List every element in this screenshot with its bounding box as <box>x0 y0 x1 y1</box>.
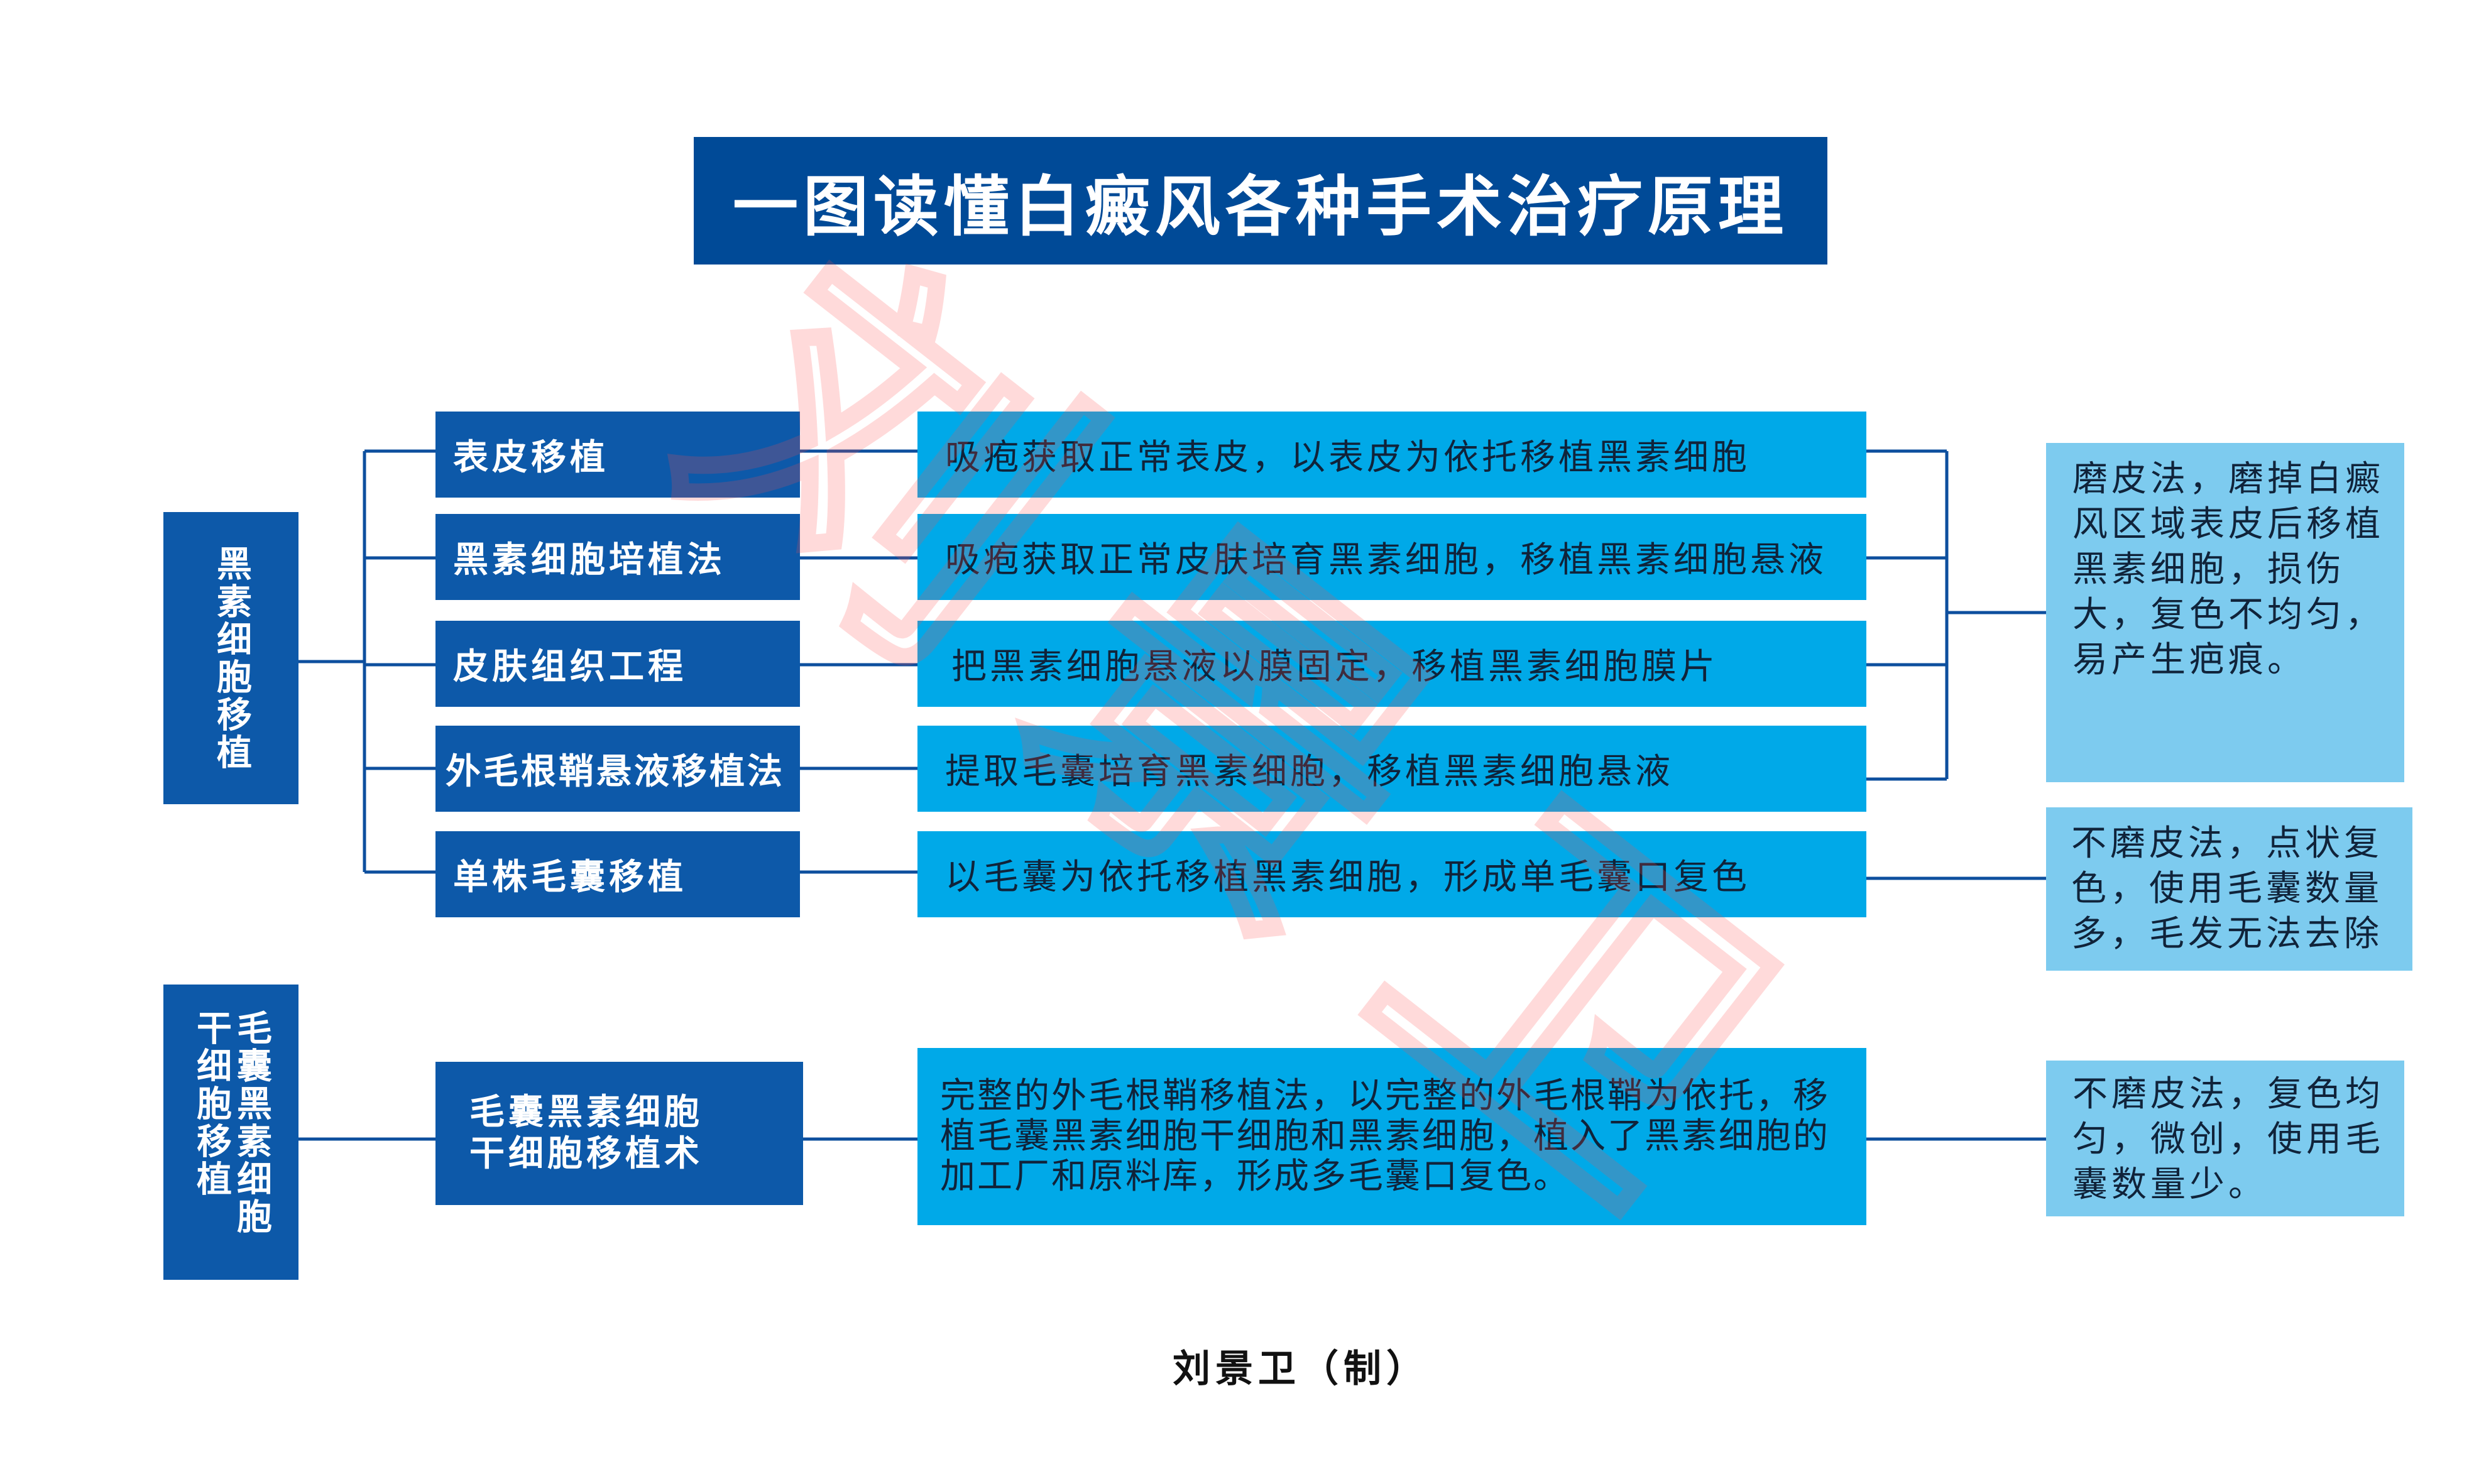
description-melanocyte-culture: 吸疱获取正常皮肤培育黑素细胞，移植黑素细胞悬液 <box>917 514 1866 600</box>
note-no-dermabrasion-few-follicles: 不磨皮法，复色均匀，微创，使用毛囊数量少。 <box>2046 1061 2404 1216</box>
description-epidermal-graft: 吸疱获取正常表皮，以表皮为依托移植黑素细胞 <box>917 412 1866 498</box>
page-title: 一图读懂白癜风各种手术治疗原理 <box>694 137 1827 265</box>
note-dermabrasion: 磨皮法，磨掉白癜风区域表皮后移植黑素细胞，损伤大，复色不均匀，易产生疤痕。 <box>2046 443 2404 782</box>
description-single-follicle-transplant: 以毛囊为依托移植黑素细胞，形成单毛囊口复色 <box>917 831 1866 917</box>
description-text: 提取毛囊培育黑素细胞，移植黑素细胞悬液 <box>945 751 1673 792</box>
note-no-dermabrasion-many-follicles: 不磨皮法，点状复色，使用毛囊数量多，毛发无法去除 <box>2046 807 2412 971</box>
method-outer-root-sheath-suspension: 外毛根鞘悬液移植法 <box>435 726 800 812</box>
note-text: 磨皮法，磨掉白癜风区域表皮后移植黑素细胞，损伤大，复色不均匀，易产生疤痕。 <box>2072 459 2384 680</box>
method-label: 表皮移植 <box>453 437 609 478</box>
method-label: 黑素细胞培植法 <box>453 540 726 581</box>
method-label: 单株毛囊移植 <box>453 857 687 898</box>
category-label: 毛囊黑素细胞干细胞移植 <box>190 1010 272 1236</box>
description-skin-tissue-engineering: 把黑素细胞悬液以膜固定，移植黑素细胞膜片 <box>917 621 1866 707</box>
description-text: 吸疱获取正常皮肤培育黑素细胞，移植黑素细胞悬液 <box>945 540 1827 581</box>
method-epidermal-graft: 表皮移植 <box>435 412 800 498</box>
category-follicle-stem-cell-transplant: 毛囊黑素细胞干细胞移植 <box>163 985 298 1280</box>
method-label: 外毛根鞘悬液移植法 <box>446 751 785 792</box>
description-outer-root-sheath-suspension: 提取毛囊培育黑素细胞，移植黑素细胞悬液 <box>917 726 1866 812</box>
author-credit: 刘景卫（制） <box>1173 1347 1429 1391</box>
method-label: 毛囊黑素细胞 干细胞移植术 <box>469 1092 703 1174</box>
method-melanocyte-culture: 黑素细胞培植法 <box>435 514 800 600</box>
description-text: 完整的外毛根鞘移植法，以完整的外毛根鞘为依托，移植毛囊黑素细胞干细胞和黑素细胞，… <box>940 1076 1830 1197</box>
description-follicle-stem-cell-transplant: 完整的外毛根鞘移植法，以完整的外毛根鞘为依托，移植毛囊黑素细胞干细胞和黑素细胞，… <box>917 1048 1866 1225</box>
note-text: 不磨皮法，点状复色，使用毛囊数量多，毛发无法去除 <box>2071 823 2383 954</box>
description-text: 把黑素细胞悬液以膜固定，移植黑素细胞膜片 <box>951 647 1718 687</box>
note-text: 不磨皮法，复色均匀，微创，使用毛囊数量少。 <box>2072 1074 2384 1205</box>
category-melanocyte-transplant: 黑素细胞移植 <box>163 512 298 804</box>
method-label: 皮肤组织工程 <box>453 647 687 687</box>
method-follicle-stem-cell-transplant: 毛囊黑素细胞 干细胞移植术 <box>435 1062 803 1205</box>
description-text: 以毛囊为依托移植黑素细胞，形成单毛囊口复色 <box>945 857 1750 898</box>
description-text: 吸疱获取正常表皮，以表皮为依托移植黑素细胞 <box>945 437 1750 478</box>
category-label: 黑素细胞移植 <box>211 545 252 772</box>
method-skin-tissue-engineering: 皮肤组织工程 <box>435 621 800 707</box>
method-single-follicle-transplant: 单株毛囊移植 <box>435 831 800 917</box>
